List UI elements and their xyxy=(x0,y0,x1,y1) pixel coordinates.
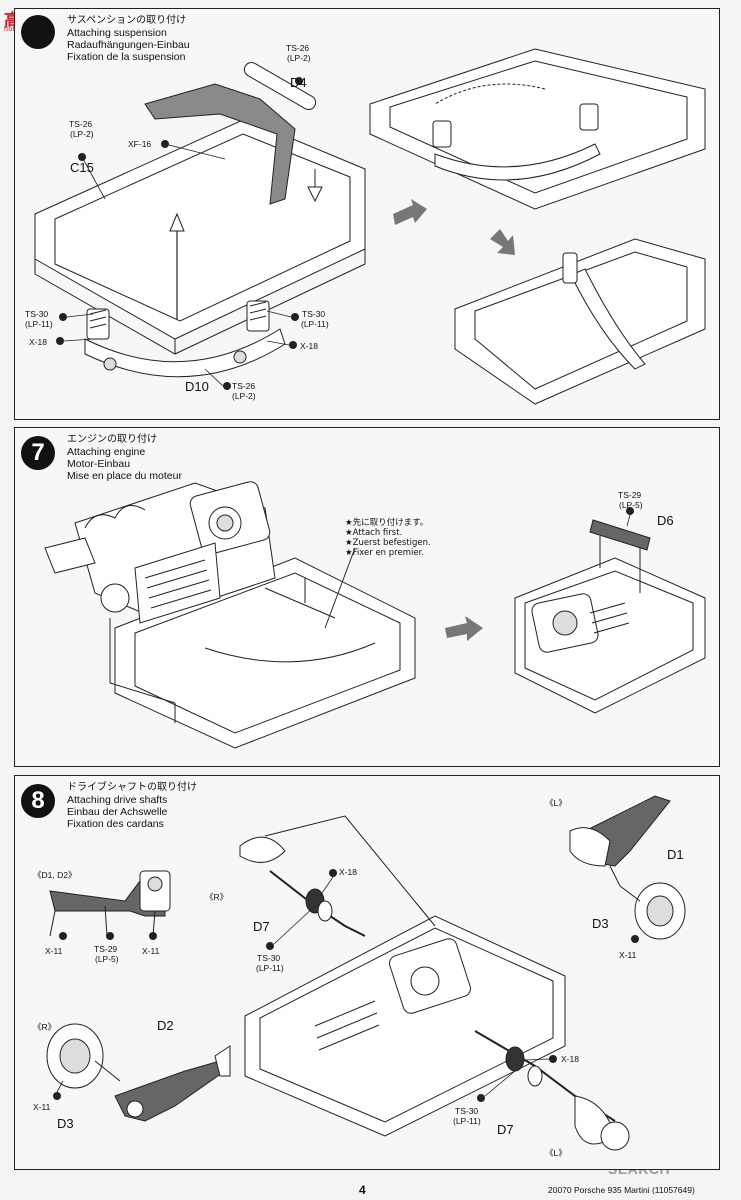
label-d6: D6 xyxy=(657,513,674,528)
svg-text:《D1, D2》: 《D1, D2》 xyxy=(33,870,76,880)
label-d7-top: D7 xyxy=(253,919,270,934)
svg-text:(LP-2): (LP-2) xyxy=(287,53,311,63)
label-d7-bottom: D7 xyxy=(497,1122,514,1137)
step-7-titles: エンジンの取り付け Attaching engine Motor-Einbau … xyxy=(67,434,182,482)
page-number: 4 xyxy=(359,1183,366,1197)
chassis-right xyxy=(514,557,706,714)
paint-dot-icon xyxy=(149,932,157,940)
step-6-panel: サスペンションの取り付け Attaching suspension Radauf… xyxy=(14,8,720,420)
arrow-icon xyxy=(445,616,483,641)
paint-dot-icon xyxy=(295,77,303,85)
step-6-titles: サスペンションの取り付け Attaching suspension Radauf… xyxy=(67,15,190,63)
svg-text:X-11: X-11 xyxy=(33,1102,51,1112)
chassis-frame-right-upper xyxy=(369,48,706,210)
label-d2: D2 xyxy=(157,1018,174,1033)
part-d1-arm-left xyxy=(569,795,671,887)
svg-text:(LP-11): (LP-11) xyxy=(453,1116,481,1126)
step-8-number: 8 xyxy=(21,784,55,818)
label-c15: C15 xyxy=(70,160,94,175)
paint-dot-icon xyxy=(549,1055,557,1063)
part-d4-arm xyxy=(144,62,317,205)
label-d4: D4 xyxy=(290,75,307,90)
engine-block xyxy=(44,481,276,624)
svg-text:(LP-5): (LP-5) xyxy=(95,954,119,964)
paint-dot-icon xyxy=(477,1094,485,1102)
paint-dot-icon xyxy=(626,507,634,515)
paint-dot-icon xyxy=(289,341,297,349)
label-d3-top: D3 xyxy=(592,916,609,931)
chassis-center xyxy=(239,815,630,1151)
svg-text:(LP-2): (LP-2) xyxy=(70,129,94,139)
svg-text:《L》: 《L》 xyxy=(545,798,567,808)
step-8-titles: ドライブシャフトの取り付け Attaching drive shafts Ein… xyxy=(67,782,197,830)
paint-dot-icon xyxy=(266,942,274,950)
paint-dot-icon xyxy=(329,869,337,877)
svg-text:《R》: 《R》 xyxy=(205,892,228,902)
step-6-number xyxy=(21,15,55,49)
paint-dot-icon xyxy=(53,1092,61,1100)
paint-dot-icon xyxy=(56,337,64,345)
svg-text:TS-30: TS-30 xyxy=(302,309,325,319)
step-7-diagram: TS-29 (LP-5) D6 xyxy=(44,481,706,749)
label-d10: D10 xyxy=(185,379,209,394)
svg-text:TS-26: TS-26 xyxy=(232,381,255,391)
step-7-panel: 7 エンジンの取り付け Attaching engine Motor-Einba… xyxy=(14,427,720,767)
label-ts26-top: TS-26 xyxy=(286,43,309,53)
svg-text:TS-26: TS-26 xyxy=(69,119,92,129)
svg-text:XF-16: XF-16 xyxy=(128,139,151,149)
arrow-icon xyxy=(393,199,427,225)
part-d3-drum-top xyxy=(619,882,686,940)
paint-dot-icon xyxy=(59,932,67,940)
svg-text:TS-30: TS-30 xyxy=(25,309,48,319)
paint-dot-icon xyxy=(291,313,299,321)
step-8-panel: 8 ドライブシャフトの取り付け Attaching drive shafts E… xyxy=(14,775,720,1170)
svg-text:X-18: X-18 xyxy=(29,337,47,347)
step-7-number: 7 xyxy=(21,436,55,470)
label-d1: D1 xyxy=(667,847,684,862)
svg-text:(LP-11): (LP-11) xyxy=(256,963,284,973)
svg-text:X-18: X-18 xyxy=(300,341,318,351)
svg-text:X-11: X-11 xyxy=(45,946,63,956)
paint-dot-icon xyxy=(631,935,639,943)
part-d1-d2-arm xyxy=(49,870,171,937)
svg-text:TS-29: TS-29 xyxy=(618,490,641,500)
svg-text:X-11: X-11 xyxy=(142,946,160,956)
svg-text:(LP-5): (LP-5) xyxy=(619,500,643,510)
svg-text:《R》: 《R》 xyxy=(33,1022,56,1032)
svg-text:X-11: X-11 xyxy=(619,950,637,960)
svg-text:(LP-2): (LP-2) xyxy=(232,391,256,401)
step-7-note: ★先に取り付けます。 ★Attach first. ★Zuerst befest… xyxy=(345,518,431,558)
suspension-beam xyxy=(84,300,286,378)
svg-text:TS-30: TS-30 xyxy=(257,953,280,963)
paint-dot-icon xyxy=(106,932,114,940)
part-d2-arm xyxy=(114,1045,231,1122)
chassis-frame-right-lower xyxy=(454,238,706,405)
svg-text:(LP-11): (LP-11) xyxy=(301,319,329,329)
svg-text:X-18: X-18 xyxy=(561,1054,579,1064)
svg-text:TS-29: TS-29 xyxy=(94,944,117,954)
part-d6 xyxy=(589,519,651,551)
svg-text:TS-30: TS-30 xyxy=(455,1106,478,1116)
step-6-diagram: TS-26 (LP-2) D4 TS-26 (LP-2) C15 XF-16 T… xyxy=(25,43,706,405)
step-8-diagram: 《D1, D2》 X-11 TS-29 (LP-5) X-11 《R》 X-18… xyxy=(33,795,686,1158)
product-code: 20070 Porsche 935 Martini (11057649) xyxy=(548,1185,695,1195)
paint-dot-icon xyxy=(59,313,67,321)
svg-text:X-18: X-18 xyxy=(339,867,357,877)
arrow-icon xyxy=(490,229,515,255)
svg-text:《L》: 《L》 xyxy=(545,1148,567,1158)
svg-text:(LP-11): (LP-11) xyxy=(25,319,53,329)
part-d3-drum-bottom xyxy=(46,1023,121,1089)
paint-dot-icon xyxy=(223,382,231,390)
label-d3-bottom: D3 xyxy=(57,1116,74,1131)
